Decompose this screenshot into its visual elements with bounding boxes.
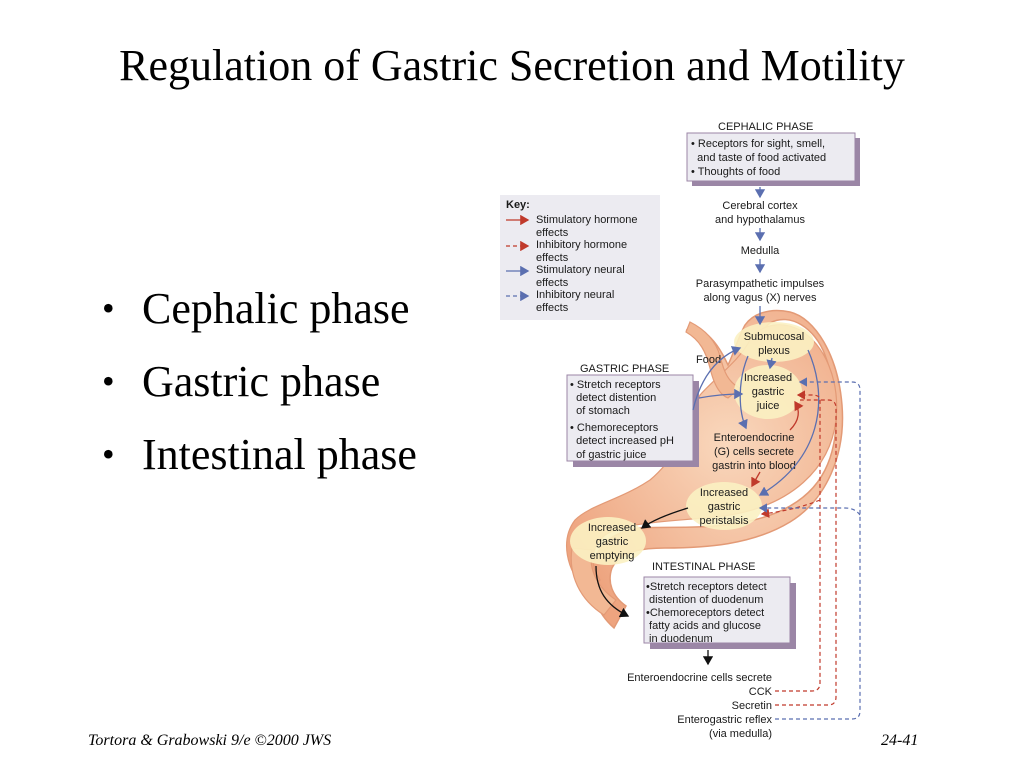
enteroendocrine-secrete-label: Enteroendocrine cells secrete (627, 672, 772, 684)
key-label-inhibitory-hormone-2: effects (536, 252, 569, 264)
arrow-plexus-to-peristalsis (758, 349, 820, 496)
key-label-inhibitory-neural-1: Inhibitory neural (536, 289, 614, 301)
inhibitory-cck-to-peristalsis (760, 499, 821, 518)
gastric-box (566, 374, 694, 462)
submucosal-line-2: plexus (758, 345, 790, 357)
gastric-line-3: of stomach (570, 405, 630, 417)
glow-submucosal (734, 322, 814, 362)
emptying-line-3: emptying (590, 550, 635, 562)
bullet-intestinal-phase: Intestinal phase (102, 418, 417, 491)
g-cells-line-2: (G) cells secrete (714, 446, 794, 458)
medulla-label: Medulla (741, 245, 780, 257)
increased-juice-line-3: juice (756, 400, 780, 412)
bullet-list: Cephalic phase Gastric phase Intestinal … (102, 272, 417, 491)
key-label-stimulatory-neural-2: effects (536, 277, 569, 289)
arrow-emptying-to-intestinal (595, 565, 630, 618)
gastric-line-1: • Stretch receptors (570, 379, 661, 391)
enterogastric-line-1: Enterogastric reflex (677, 714, 772, 726)
intestinal-box (643, 576, 791, 644)
glow-increased-juice (734, 365, 802, 419)
footer-citation: Tortora & Grabowski 9/e ©2000 JWS (88, 732, 332, 749)
parasympathetic-line-1: Parasympathetic impulses (696, 278, 825, 290)
food-label: Food (696, 354, 721, 366)
g-cells-line-3: gastrin into blood (712, 460, 796, 472)
arrow-gastric-to-plexus (692, 346, 742, 411)
g-cells-line-1: Enteroendocrine (714, 432, 795, 444)
slide-title: Regulation of Gastric Secretion and Moti… (119, 41, 905, 90)
gastric-line-5: detect increased pH (570, 435, 674, 447)
emptying-line-1: Increased (588, 522, 636, 534)
glow-peristalsis (686, 482, 762, 530)
peristalsis-line-1: Increased (700, 487, 748, 499)
cephalic-line-3: • Thoughts of food (691, 166, 780, 178)
inhibitory-neural-to-juice (775, 377, 861, 720)
key-label-inhibitory-hormone-1: Inhibitory hormone (536, 239, 627, 251)
peristalsis-line-2: gastric (708, 501, 741, 513)
intestinal-line-4: fatty acids and glucose (646, 620, 761, 632)
arrow-gcells-to-peristalsis (751, 471, 761, 488)
bullet-cephalic-phase: Cephalic phase (102, 272, 417, 345)
parasympathetic-line-2: along vagus (X) nerves (703, 292, 817, 304)
arrow-peristalsis-to-emptying (640, 507, 689, 529)
gastric-line-4: • Chemoreceptors (570, 422, 659, 434)
inhibitory-neural-to-peristalsis (758, 503, 861, 516)
increased-juice-line-2: gastric (752, 386, 785, 398)
intestinal-line-1: •Stretch receptors detect (646, 581, 767, 593)
cortex-line-1: Cerebral cortex (722, 200, 798, 212)
key-label-inhibitory-neural-2: effects (536, 302, 569, 314)
peristalsis-line-3: peristalsis (700, 515, 749, 527)
secretin-label: Secretin (732, 700, 772, 712)
gastric-line-6: of gastric juice (570, 449, 646, 461)
emptying-line-2: gastric (596, 536, 629, 548)
cck-label: CCK (749, 686, 773, 698)
bullet-gastric-phase: Gastric phase (102, 345, 417, 418)
arrow-plexus-to-juice (766, 357, 777, 370)
enterogastric-line-2: (via medulla) (709, 728, 772, 740)
cephalic-box (686, 132, 856, 182)
arrow-gastric-to-juice (698, 388, 744, 400)
inhibitory-secretin-to-juice (775, 399, 837, 706)
inhibitory-cck-to-juice (775, 390, 821, 692)
intestinal-line-3: •Chemoreceptors detect (646, 607, 764, 619)
key-label-stimulatory-hormone-1: Stimulatory hormone (536, 214, 638, 226)
gastric-line-2: detect distention (570, 392, 656, 404)
cephalic-heading: CEPHALIC PHASE (718, 121, 813, 133)
cortex-line-2: and hypothalamus (715, 214, 805, 226)
intestinal-line-2: distention of duodenum (646, 594, 763, 606)
gastric-heading: GASTRIC PHASE (580, 363, 669, 375)
key-label-stimulatory-neural-1: Stimulatory neural (536, 264, 625, 276)
cephalic-line-1: • Receptors for sight, smell, (691, 138, 825, 150)
key-title: Key: (506, 199, 530, 211)
key-label-stimulatory-hormone-2: effects (536, 227, 569, 239)
intestinal-heading: INTESTINAL PHASE (652, 561, 756, 573)
arrow-gcells-to-juice (789, 400, 804, 431)
submucosal-line-1: Submucosal (744, 331, 805, 343)
glow-emptying (570, 517, 646, 565)
footer-slide-number: 24-41 (881, 732, 919, 749)
intestinal-line-5: in duodenum (646, 633, 713, 645)
increased-juice-line-1: Increased (744, 372, 792, 384)
cephalic-line-2: and taste of food activated (691, 152, 826, 164)
